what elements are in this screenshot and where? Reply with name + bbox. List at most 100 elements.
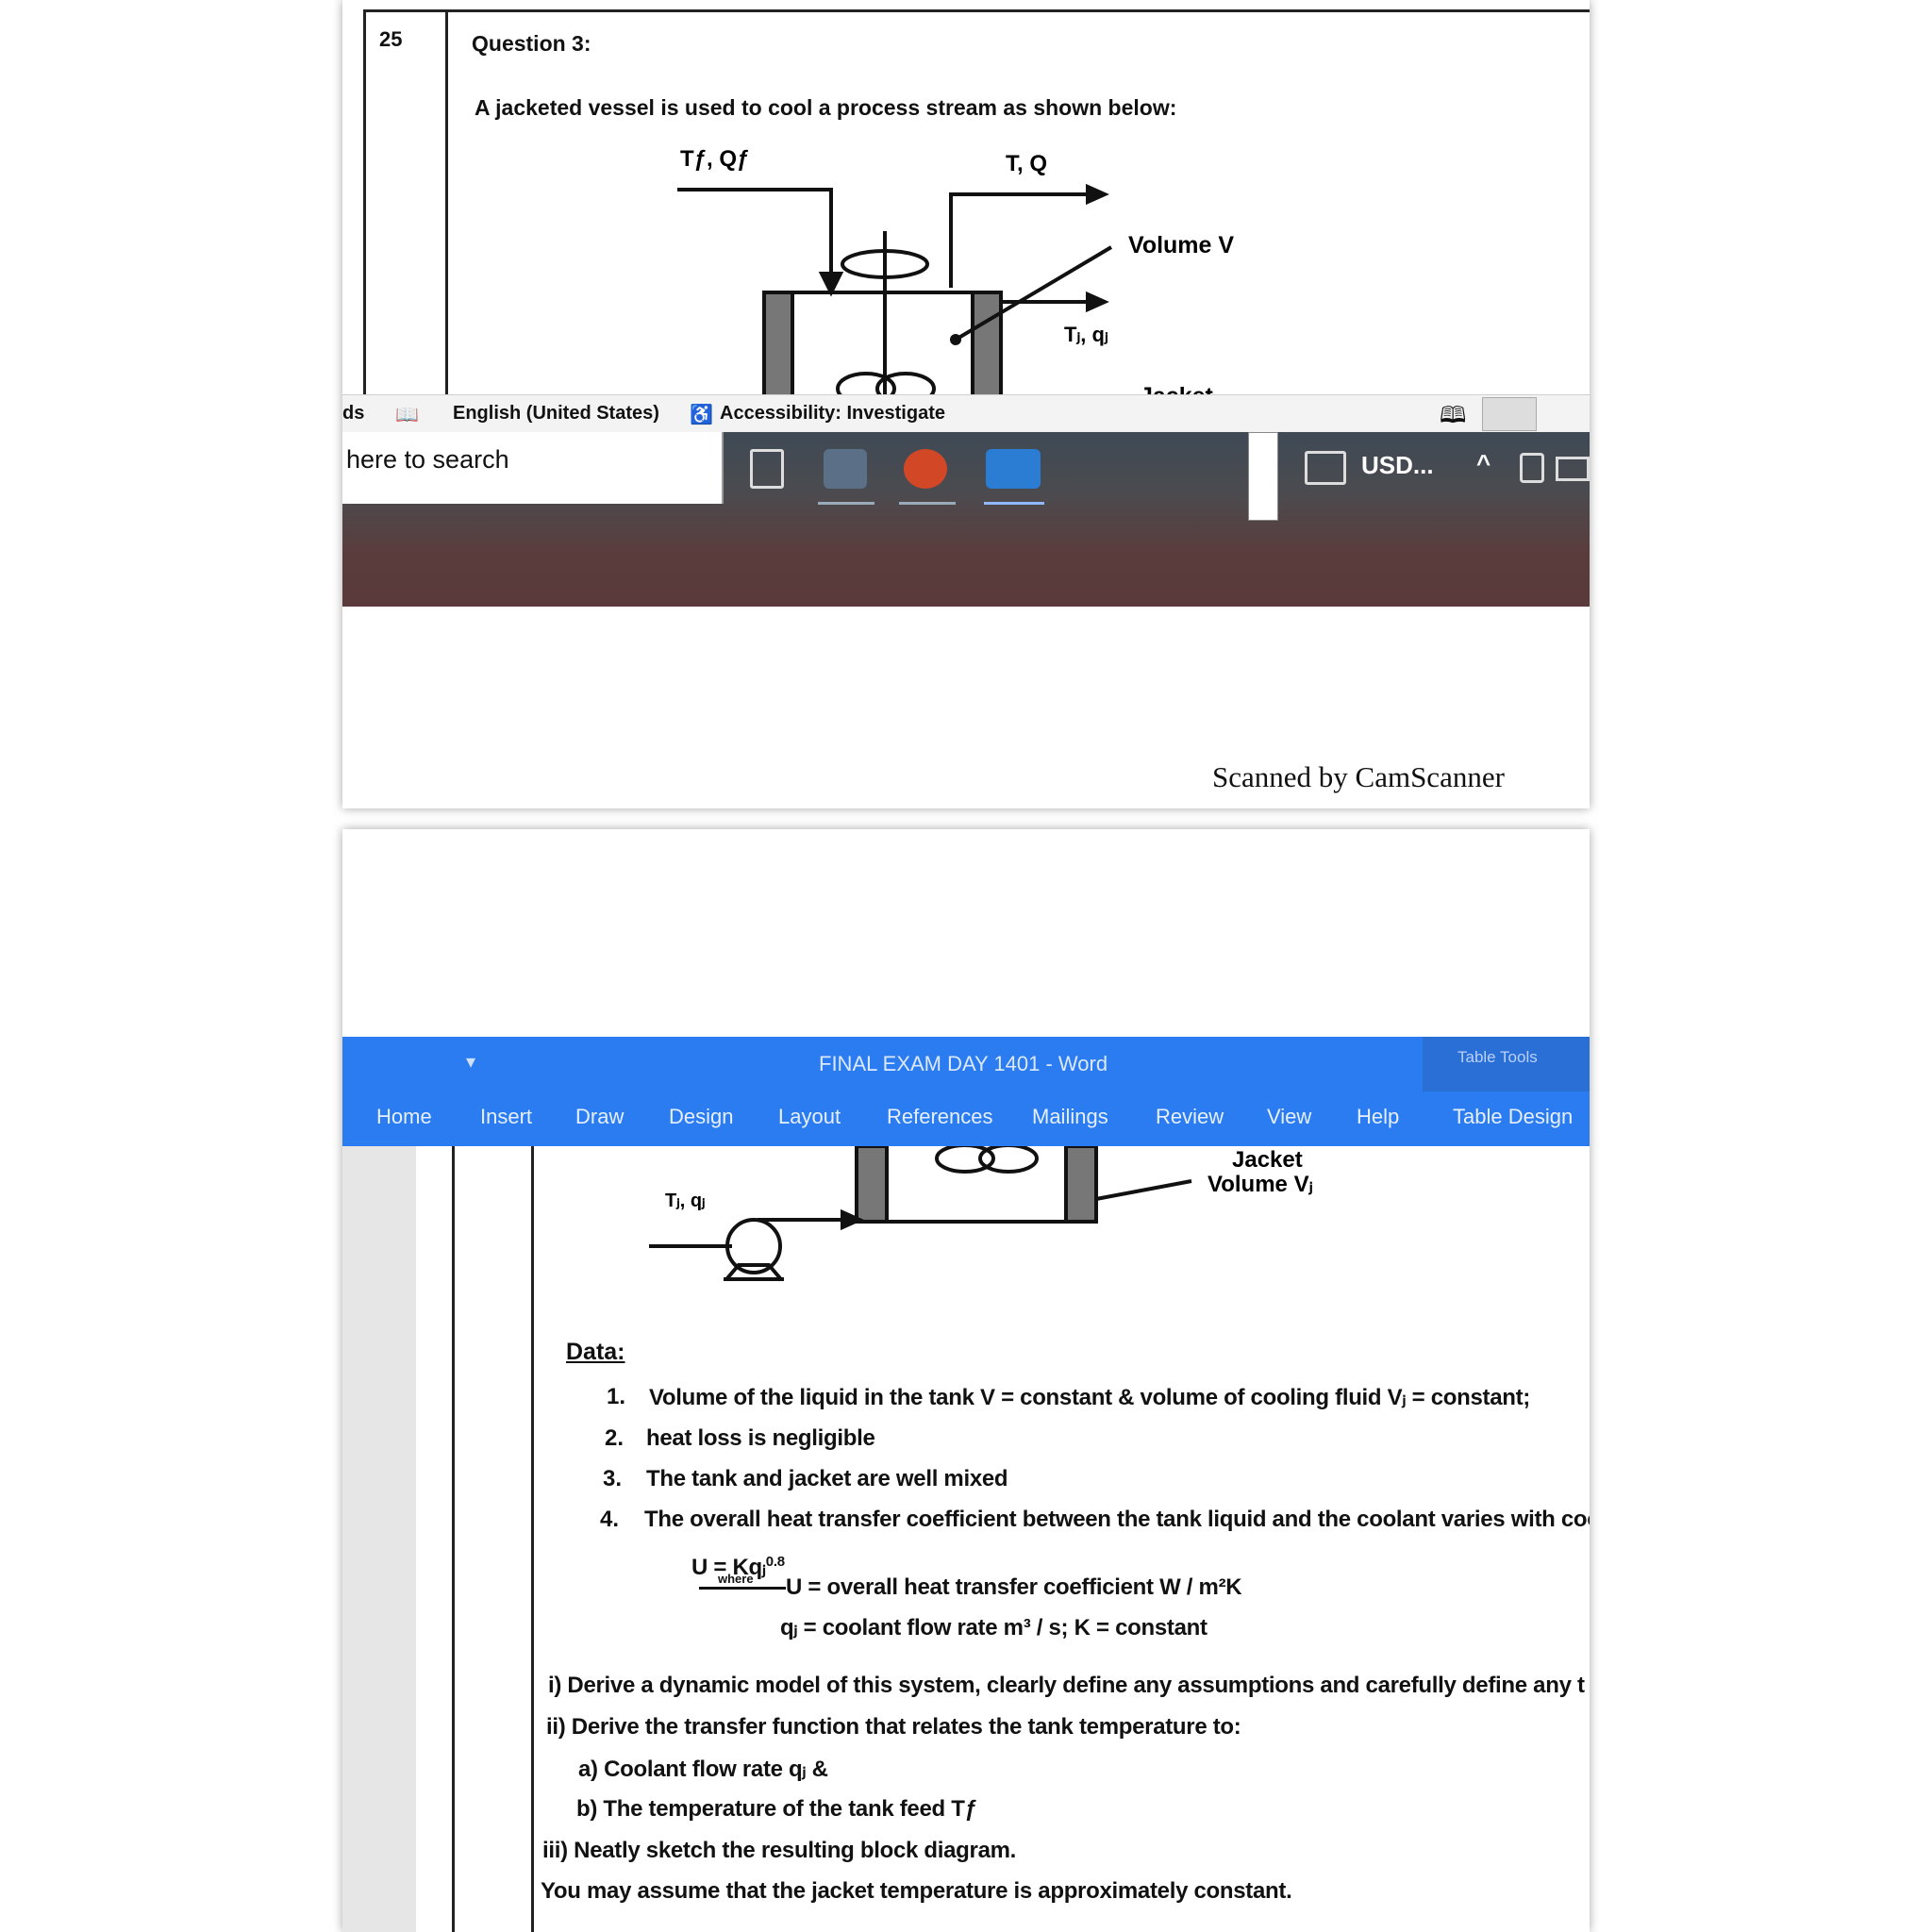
left-margin-shade bbox=[342, 1146, 416, 1932]
word-status-bar: ds 📖 English (United States) ♿ Accessibi… bbox=[342, 394, 1590, 433]
item-number-1: 1. bbox=[607, 1384, 626, 1409]
assumption-note: You may assume that the jacket temperatu… bbox=[541, 1878, 1292, 1904]
jacket-outlet-arrowhead bbox=[1086, 291, 1109, 313]
explorer-running-indicator bbox=[818, 502, 874, 505]
equation-exponent: 0.8 bbox=[765, 1554, 785, 1570]
impeller-blade-left bbox=[836, 372, 896, 401]
tab-table-design[interactable]: Table Design bbox=[1453, 1105, 1574, 1128]
equation-base: U = Kqⱼ bbox=[691, 1555, 766, 1580]
question-iii: iii) Neatly sketch the resulting block d… bbox=[542, 1838, 1017, 1863]
table-column-divider-2 bbox=[531, 1146, 534, 1932]
volume-leader-dot bbox=[950, 334, 961, 345]
file-explorer-icon[interactable] bbox=[824, 449, 867, 489]
tab-home[interactable]: Home bbox=[376, 1105, 432, 1128]
definition-q: qⱼ = coolant flow rate m³ / s; K = const… bbox=[780, 1615, 1208, 1641]
item-number-2: 2. bbox=[605, 1425, 625, 1451]
impeller-blade-left bbox=[935, 1146, 995, 1174]
question-ii-b: b) The temperature of the tank feed Tƒ bbox=[576, 1796, 977, 1822]
question-title: Question 3: bbox=[472, 31, 591, 56]
agitator-rotation bbox=[841, 249, 929, 279]
tab-mailings[interactable]: Mailings bbox=[1032, 1105, 1108, 1128]
data-heading: Data: bbox=[566, 1339, 625, 1365]
tab-design[interactable]: Design bbox=[669, 1105, 734, 1128]
table-left-border bbox=[452, 1146, 455, 1932]
item-number-3: 3. bbox=[603, 1466, 623, 1491]
question-number: 25 bbox=[379, 27, 403, 51]
inlet-arrowhead bbox=[818, 272, 844, 297]
accessibility-icon[interactable]: ♿ bbox=[690, 405, 713, 425]
item-text-1: Volume of the liquid in the tank V = con… bbox=[649, 1385, 1531, 1410]
tab-review[interactable]: Review bbox=[1156, 1105, 1224, 1128]
tab-layout[interactable]: Layout bbox=[778, 1105, 841, 1128]
impeller-blade-right bbox=[875, 372, 936, 401]
outlet-arrowhead bbox=[1086, 183, 1109, 206]
item-number-4: 4. bbox=[600, 1507, 620, 1532]
print-layout-icon[interactable] bbox=[1482, 397, 1537, 431]
jacket-right-wall bbox=[1064, 1146, 1098, 1224]
tab-references[interactable]: References bbox=[887, 1105, 993, 1128]
question-i: i) Derive a dynamic model of this system… bbox=[548, 1673, 1585, 1698]
jacket-left-wall bbox=[855, 1146, 889, 1224]
outlet-label: T, Q bbox=[1006, 151, 1047, 176]
question-table: 25 Question 3: A jacketed vessel is used… bbox=[363, 9, 1590, 399]
battery-icon[interactable] bbox=[1556, 457, 1590, 481]
jacket-outlet-label: Tⱼ, qⱼ bbox=[1064, 323, 1108, 346]
word-document-area: 25 Question 3: A jacketed vessel is used… bbox=[342, 0, 1590, 401]
powerpoint-running-indicator bbox=[899, 502, 956, 505]
vessel-right-wall bbox=[971, 291, 1003, 401]
pump-body bbox=[725, 1218, 782, 1274]
question-ii-a: a) Coolant flow rate qⱼ & bbox=[578, 1757, 828, 1782]
pump-base bbox=[725, 1263, 782, 1280]
pump-jacket-diagram: Jacket Volume Vⱼ Tⱼ, qⱼ bbox=[649, 1146, 1313, 1281]
proofing-icon[interactable]: 📖 bbox=[395, 405, 419, 425]
jacketed-vessel-diagram: Tƒ, Qƒ T, Q Volume V Tⱼ, qⱼ Jacket bbox=[677, 146, 1234, 401]
item-text-3: The tank and jacket are well mixed bbox=[646, 1466, 1008, 1491]
word-document-area-2: Jacket Volume Vⱼ Tⱼ, qⱼ Data: 1. Volume … bbox=[342, 1146, 1590, 1932]
read-mode-icon[interactable]: 🕮 bbox=[1440, 403, 1467, 428]
task-view-icon[interactable] bbox=[750, 449, 784, 489]
windows-taskbar: here to search USD... ^ bbox=[342, 432, 1590, 607]
inlet-label: Tƒ, Qƒ bbox=[680, 146, 749, 172]
powerpoint-icon[interactable] bbox=[904, 449, 947, 489]
window-title: FINAL EXAM DAY 1401 - Word bbox=[819, 1052, 1108, 1075]
vessel-left-wall bbox=[762, 291, 794, 401]
camscanner-watermark: Scanned by CamScanner bbox=[1212, 760, 1505, 793]
search-placeholder: here to search bbox=[346, 445, 509, 474]
status-words: ds bbox=[342, 403, 365, 424]
quick-access-dropdown-icon[interactable]: ▾ bbox=[466, 1052, 476, 1073]
meet-now-icon[interactable] bbox=[1520, 453, 1544, 483]
question-text: A jacketed vessel is used to cool a proc… bbox=[475, 95, 1177, 120]
where-arrow-line bbox=[699, 1587, 786, 1590]
tab-insert[interactable]: Insert bbox=[480, 1105, 533, 1128]
question-ii: ii) Derive the transfer function that re… bbox=[546, 1714, 1241, 1740]
jacket-label-2: Jacket bbox=[1232, 1147, 1303, 1173]
jacket-volume-label: Volume Vⱼ bbox=[1208, 1172, 1313, 1197]
accessibility-status[interactable]: Accessibility: Investigate bbox=[720, 403, 945, 424]
impeller-blade-right bbox=[978, 1146, 1039, 1174]
volume-label: Volume V bbox=[1128, 232, 1234, 258]
taskbar-search-box[interactable]: here to search bbox=[342, 432, 724, 504]
widget-icon[interactable] bbox=[1305, 451, 1346, 485]
inlet-pipe bbox=[677, 188, 833, 288]
word-icon[interactable] bbox=[986, 449, 1041, 489]
tab-view[interactable]: View bbox=[1267, 1105, 1312, 1128]
item-text-4: The overall heat transfer coefficient be… bbox=[644, 1507, 1590, 1532]
where-label: where bbox=[718, 1572, 754, 1586]
taskbar-overflow-scroller[interactable] bbox=[1248, 432, 1278, 521]
tab-draw[interactable]: Draw bbox=[575, 1105, 625, 1128]
pump-label: Tⱼ, qⱼ bbox=[665, 1191, 706, 1211]
word-title-bar: ▾ FINAL EXAM DAY 1401 - Word Table Tools bbox=[342, 1037, 1590, 1146]
table-column-divider bbox=[445, 12, 448, 399]
currency-widget[interactable]: USD... bbox=[1361, 451, 1434, 479]
show-hidden-icons[interactable]: ^ bbox=[1476, 449, 1491, 477]
tab-help[interactable]: Help bbox=[1357, 1105, 1400, 1128]
scanned-page-1: 25 Question 3: A jacketed vessel is used… bbox=[342, 0, 1590, 808]
language-status[interactable]: English (United States) bbox=[453, 403, 659, 424]
context-group-label: Table Tools bbox=[1457, 1048, 1538, 1066]
scanned-page-2: ▾ FINAL EXAM DAY 1401 - Word Table Tools… bbox=[342, 829, 1590, 1932]
jacket-volume-leader bbox=[1095, 1179, 1192, 1201]
equation: U = Kqⱼ0.8 bbox=[691, 1554, 785, 1581]
word-active-indicator bbox=[984, 502, 1044, 505]
volume-leader-line bbox=[954, 245, 1113, 341]
ribbon-tab-bar: Home Insert Draw Design Layout Reference… bbox=[342, 1091, 1590, 1146]
